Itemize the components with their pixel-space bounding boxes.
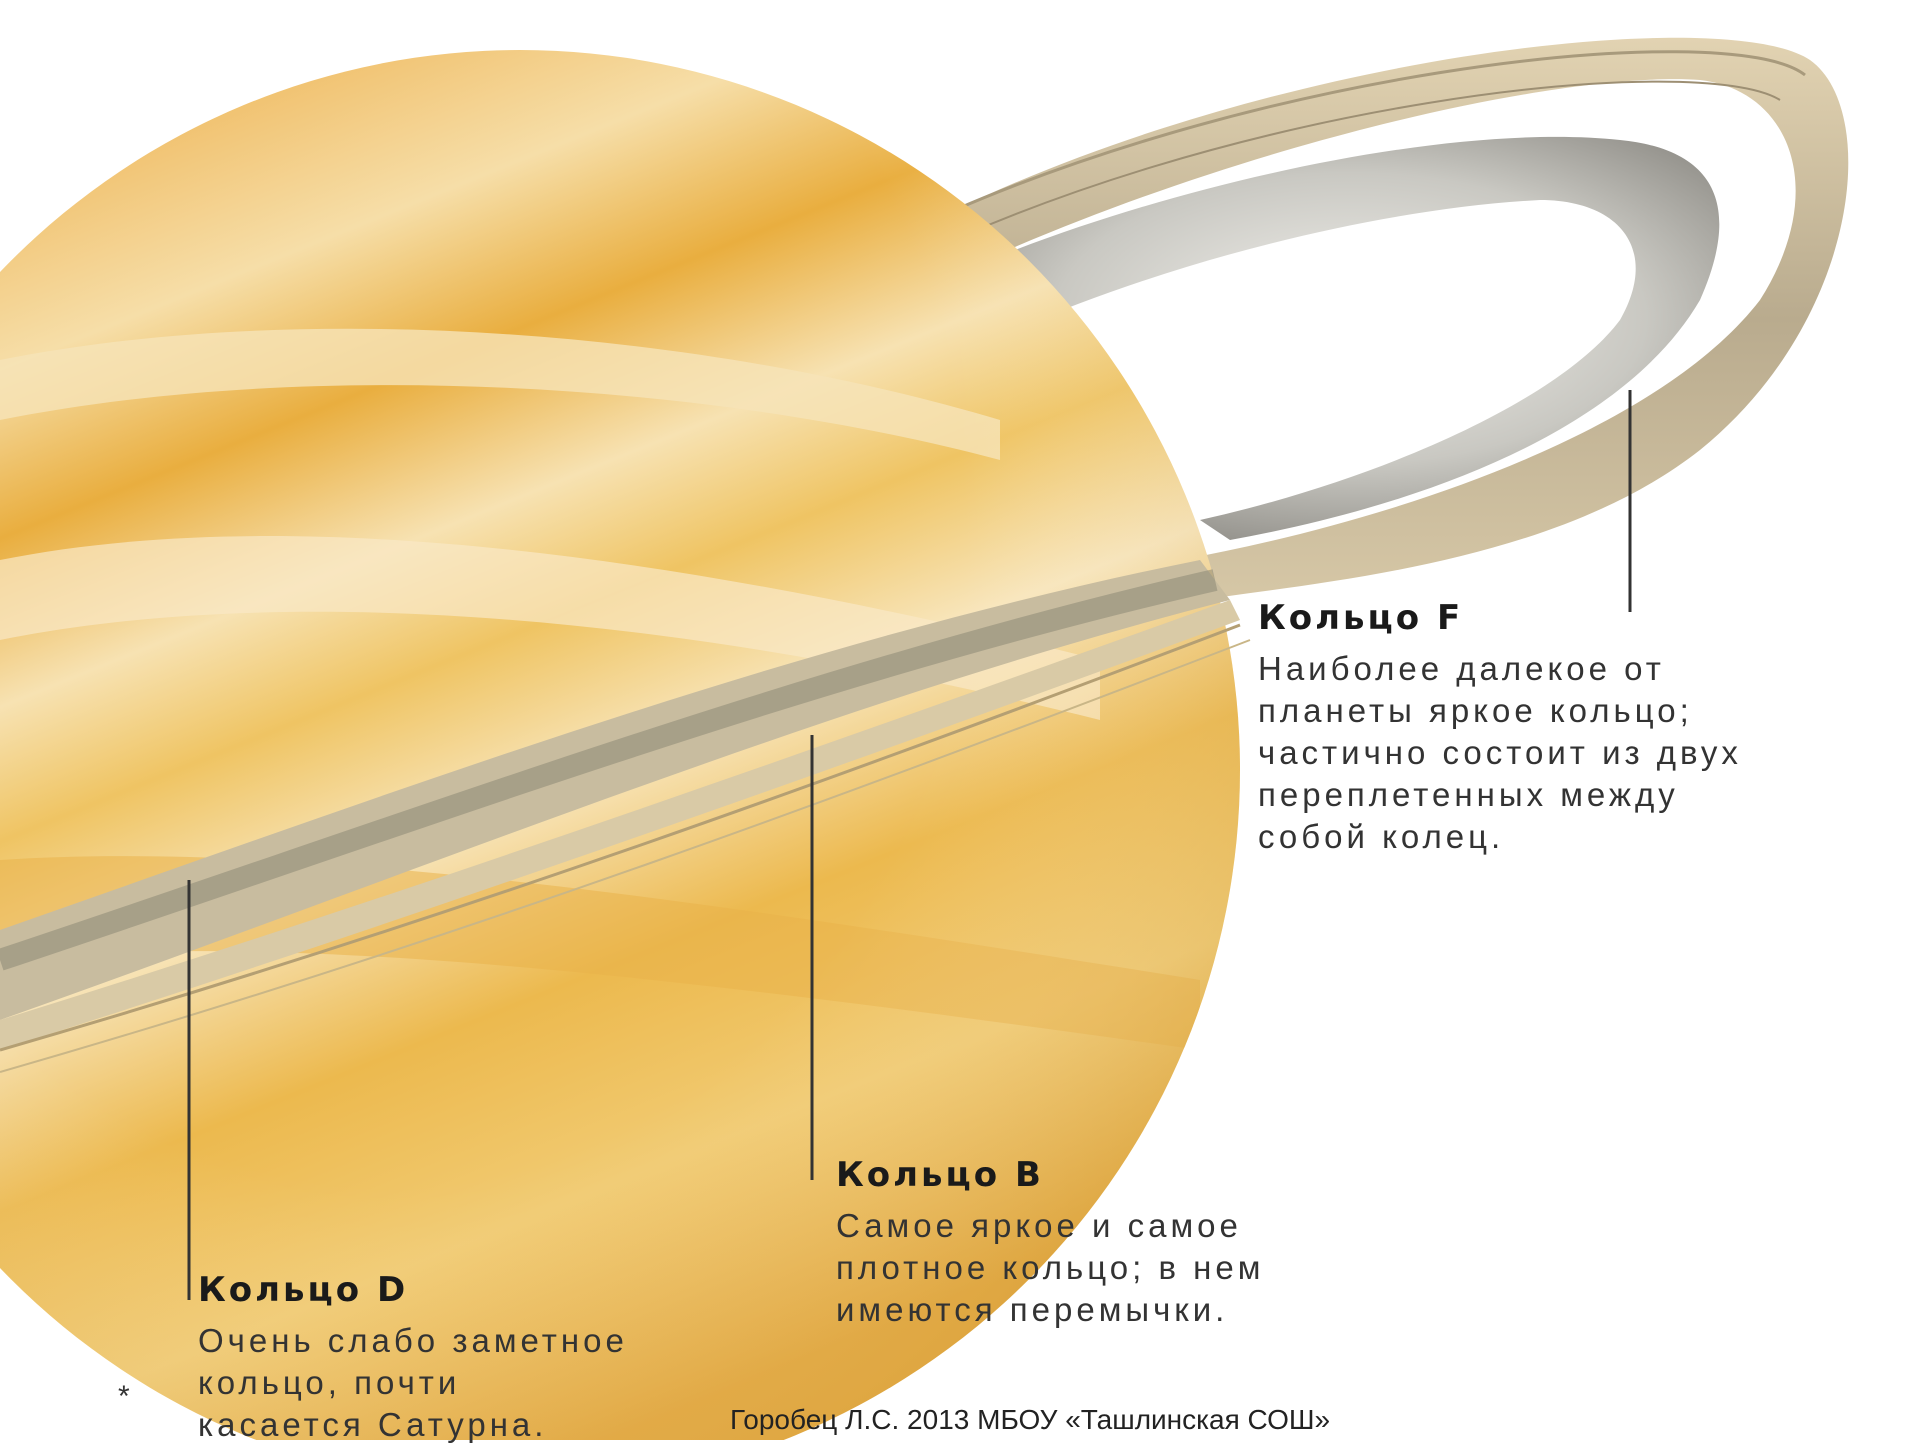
slide-footer: Горобец Л.С. 2013 МБОУ «Ташлинская СОШ»: [730, 1404, 1330, 1436]
ring-b-label: Кольцо B Самое яркое и самое плотное кол…: [836, 1155, 1264, 1331]
ring-d-title: Кольцо D: [198, 1270, 628, 1310]
ring-f-line: собой колец.: [1258, 816, 1742, 858]
ring-d-label: Кольцо D Очень слабо заметное кольцо, по…: [198, 1270, 628, 1446]
ring-d-line: Очень слабо заметное: [198, 1320, 628, 1362]
ring-b-line: Самое яркое и самое: [836, 1205, 1264, 1247]
ring-f-title: Кольцо F: [1258, 598, 1742, 638]
ring-d-line: кольцо, почти: [198, 1362, 628, 1404]
ring-b-line: имеются перемычки.: [836, 1289, 1264, 1331]
ring-f-line: Наиболее далекое от: [1258, 648, 1742, 690]
ring-b-line: плотное кольцо; в нем: [836, 1247, 1264, 1289]
ring-d-description: Очень слабо заметное кольцо, почти касае…: [198, 1320, 628, 1446]
ring-f-label: Кольцо F Наиболее далекое от планеты ярк…: [1258, 598, 1742, 858]
ring-b-description: Самое яркое и самое плотное кольцо; в не…: [836, 1205, 1264, 1331]
ring-f-line: частично состоит из двух: [1258, 732, 1742, 774]
ring-f-line: переплетенных между: [1258, 774, 1742, 816]
slide-asterisk: *: [118, 1380, 130, 1414]
ring-f-description: Наиболее далекое от планеты яркое кольцо…: [1258, 648, 1742, 858]
ring-f-line: планеты яркое кольцо;: [1258, 690, 1742, 732]
ring-b-title: Кольцо B: [836, 1155, 1264, 1195]
